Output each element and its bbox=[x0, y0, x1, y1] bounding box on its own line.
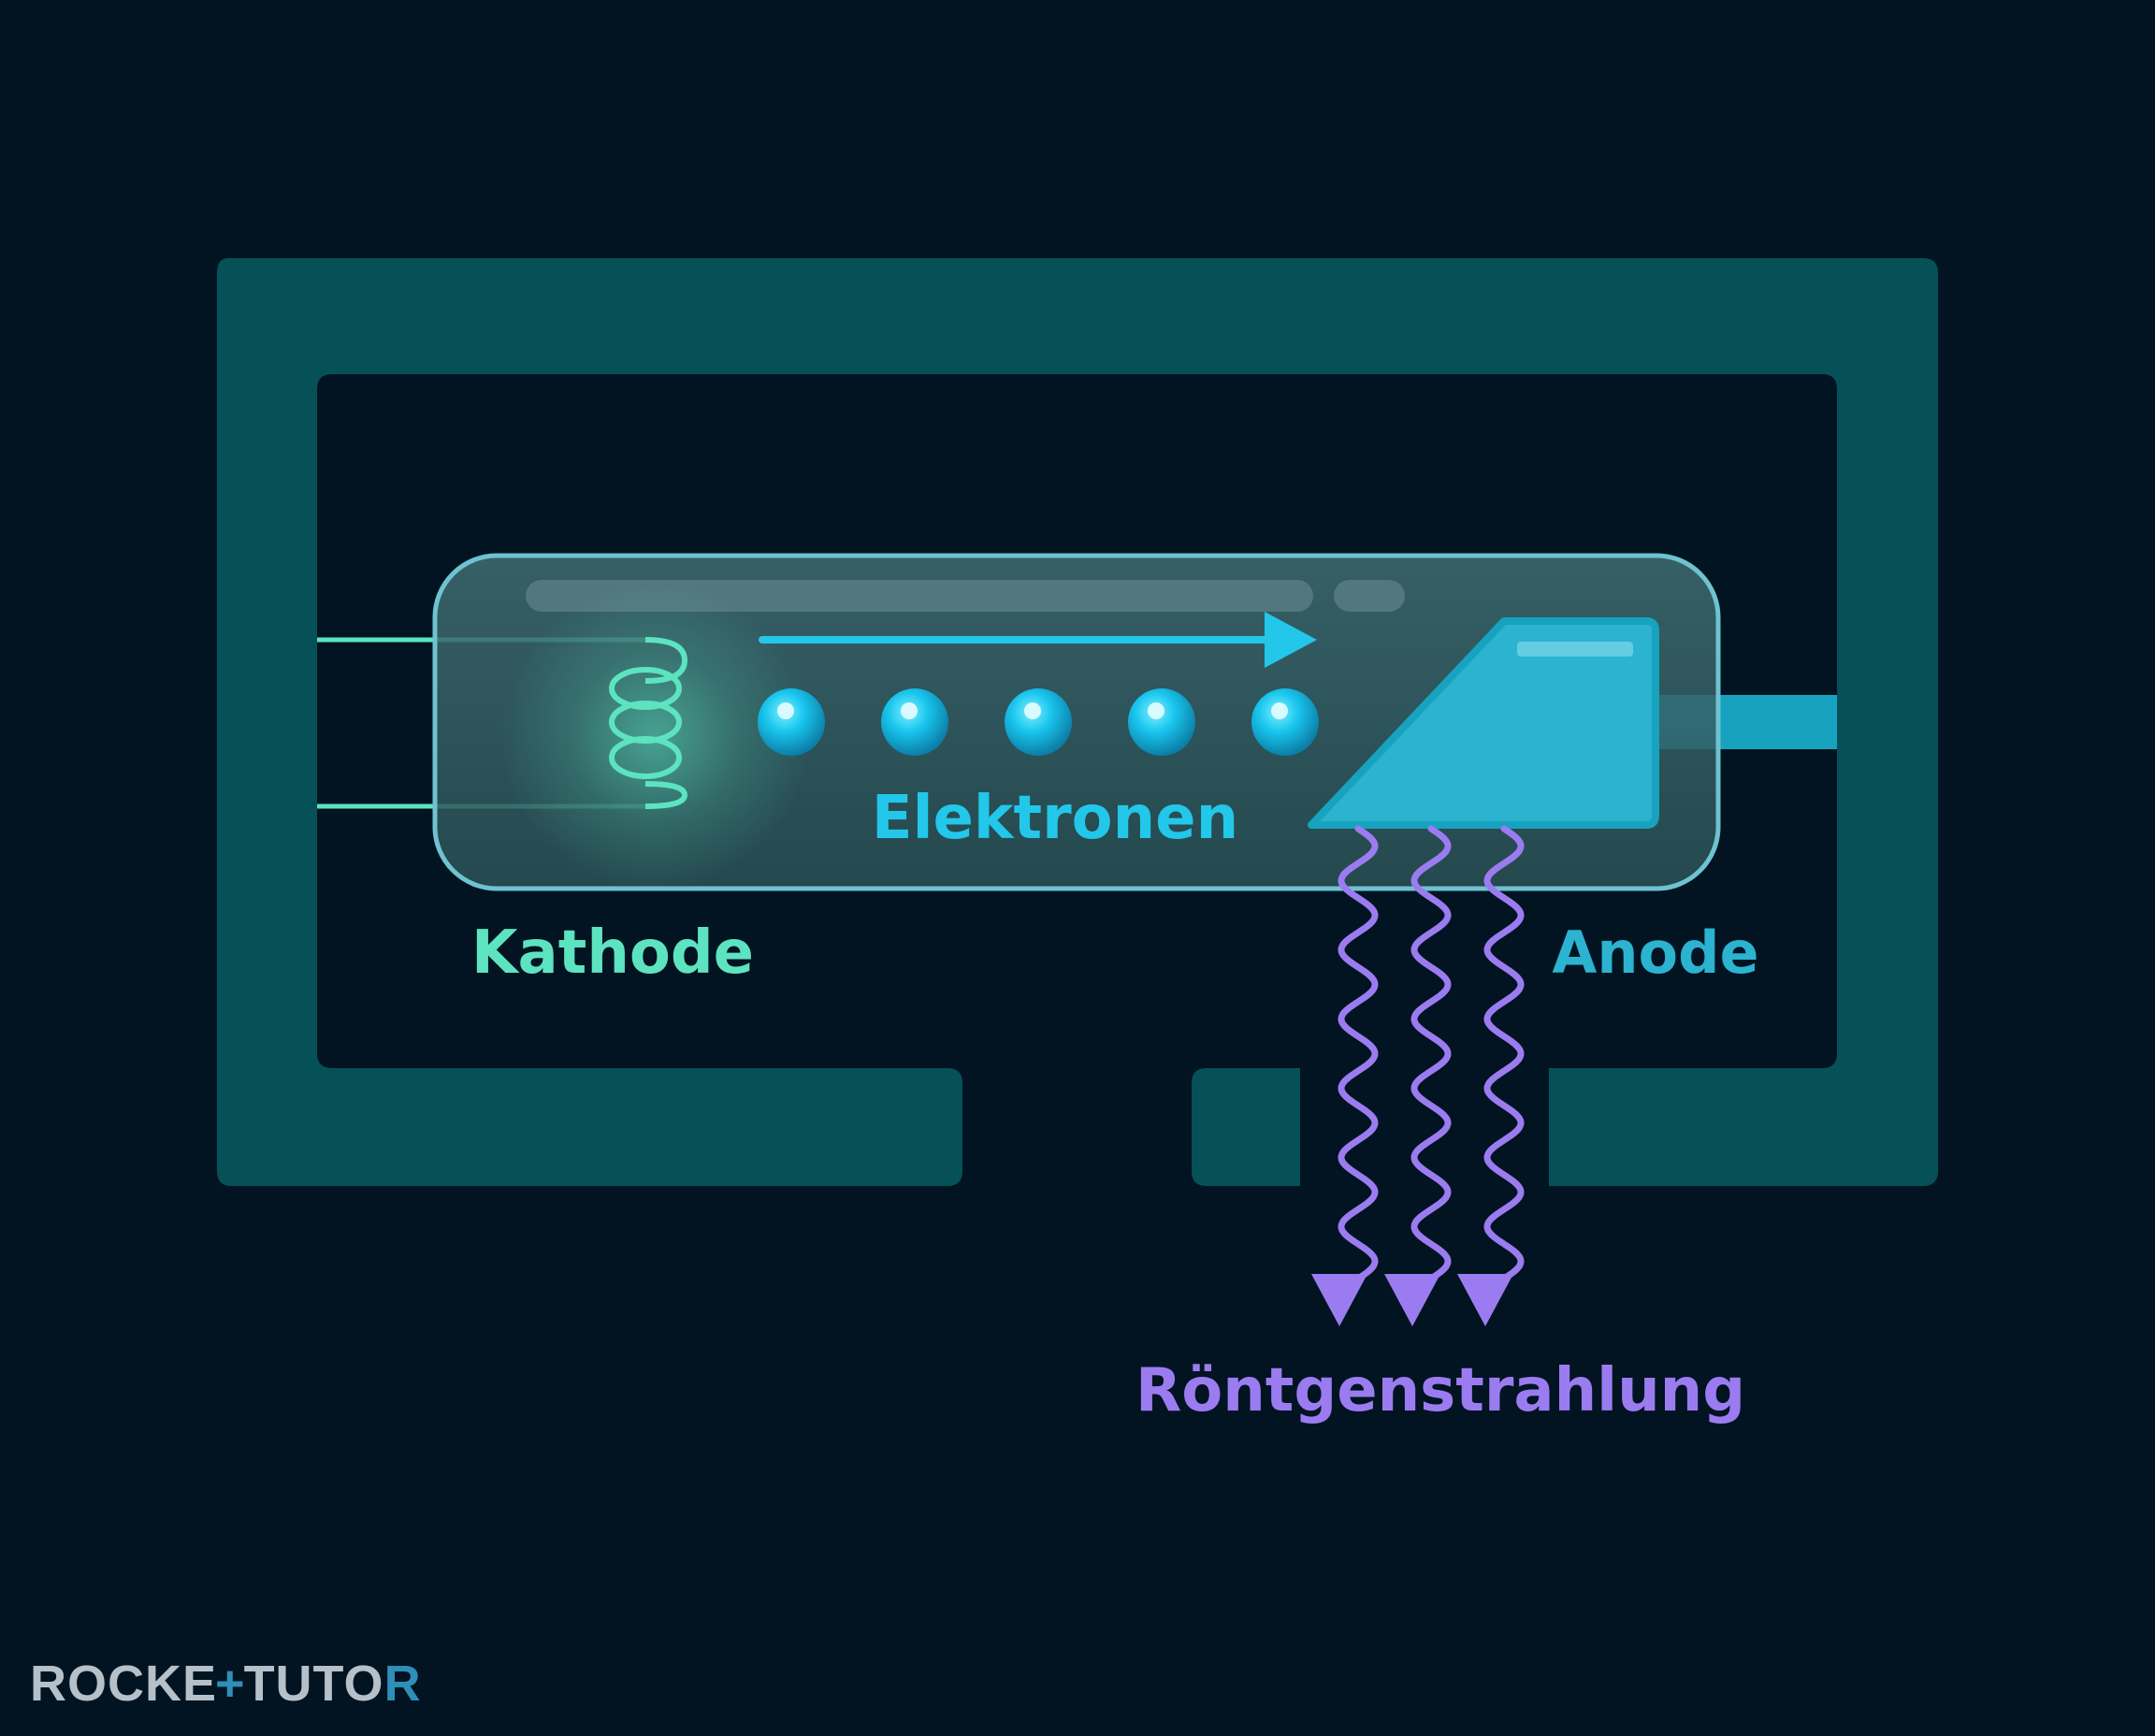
brand-plus-icon: + bbox=[215, 1656, 246, 1712]
electron-highlight bbox=[901, 702, 918, 719]
anode-target bbox=[1308, 617, 1659, 829]
brand-part-1: ROCKE bbox=[30, 1656, 218, 1712]
brand-part-2: TUTO bbox=[243, 1656, 384, 1712]
electron-4 bbox=[1128, 688, 1195, 756]
electron-highlight bbox=[1271, 702, 1288, 719]
electron-highlight bbox=[777, 702, 794, 719]
cathode-filament-icon bbox=[609, 637, 688, 809]
electrons-label: Elektronen bbox=[872, 784, 1238, 853]
brand-logo: ROCKE+TUTOR bbox=[30, 1656, 422, 1712]
anode-highlight bbox=[1517, 642, 1633, 657]
electron-direction-arrow-icon bbox=[759, 612, 1317, 668]
xray-arrowhead-icon bbox=[1311, 1274, 1367, 1326]
brand-part-3: R bbox=[383, 1656, 422, 1712]
xray-wave-3 bbox=[1483, 825, 1525, 1285]
xray-arrowhead-icon bbox=[1457, 1274, 1513, 1326]
electron-3 bbox=[1005, 688, 1072, 756]
electron-5 bbox=[1251, 688, 1319, 756]
housing-window-block bbox=[1192, 1068, 1300, 1186]
xray-wave-1 bbox=[1338, 825, 1379, 1285]
anode-label: Anode bbox=[1552, 919, 1758, 987]
xray-label: Röntgenstrahlung bbox=[1135, 1356, 1745, 1425]
xray-wave-2 bbox=[1410, 825, 1452, 1285]
housing bbox=[217, 258, 1938, 1186]
electron-2 bbox=[881, 688, 948, 756]
cathode-label: Kathode bbox=[471, 919, 754, 988]
xray-beams bbox=[1311, 825, 1525, 1326]
electron-highlight bbox=[1024, 702, 1041, 719]
electron-highlight bbox=[1148, 702, 1164, 719]
electron-1 bbox=[758, 688, 825, 756]
electron-group bbox=[758, 688, 1319, 756]
housing-frame bbox=[217, 258, 1938, 1186]
xray-arrowhead-icon bbox=[1384, 1274, 1440, 1326]
tube-highlight-small bbox=[1334, 580, 1405, 612]
